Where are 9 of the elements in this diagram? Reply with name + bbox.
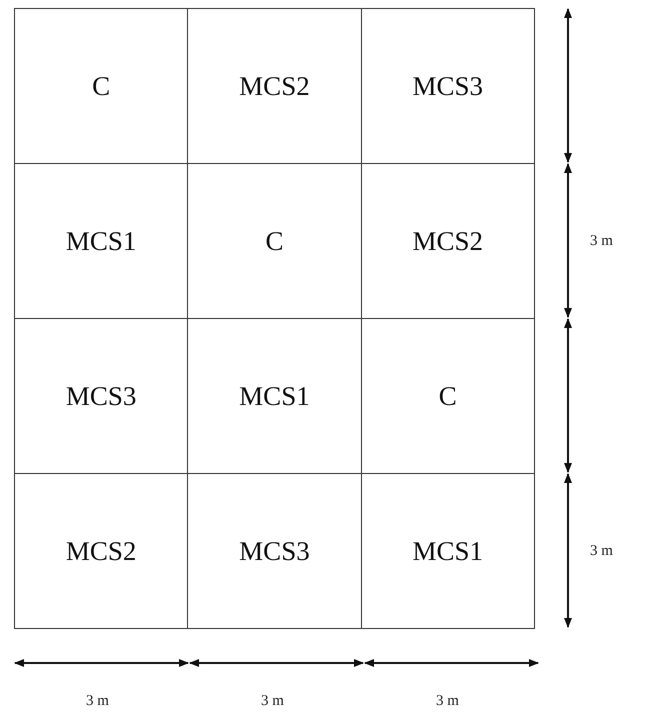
dimension-label: 3 m (436, 693, 459, 710)
plot-cell: MCS1 (360, 473, 535, 629)
plot-cell: C (14, 8, 188, 164)
dimension-label: 3 m (590, 543, 613, 560)
dimension-label: 3 m (590, 233, 613, 250)
dimension-label: 3 m (86, 693, 109, 710)
plot-cell: MCS3 (360, 8, 535, 164)
plot-cell: MCS2 (14, 473, 188, 629)
dimension-label: 3 m (261, 693, 284, 710)
